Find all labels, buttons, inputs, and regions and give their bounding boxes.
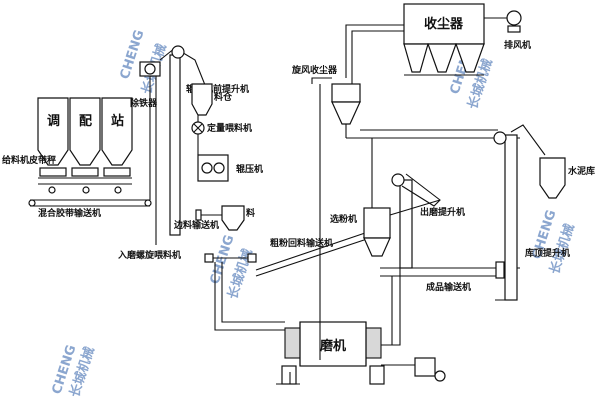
cyclone-collector: [311, 77, 361, 360]
mixed-belt-conveyor: [28, 199, 152, 207]
batching-bins: 调 配 站: [37, 97, 133, 194]
iron-remover: [139, 61, 161, 235]
silo-label: 料仓: [214, 91, 233, 103]
mill-motor: [381, 357, 446, 382]
coarse-return-chute-b: [255, 237, 371, 277]
silo-elevator: [493, 124, 546, 301]
cement-silo: [539, 157, 566, 199]
roller-press-elevator: [159, 45, 206, 236]
mill-feed-pipe-b: [221, 262, 285, 323]
bin-2-label: 配: [79, 114, 92, 129]
iron-remover-label: 除铁器: [130, 97, 158, 109]
mill-out-elevator-label: 出磨提升机: [420, 206, 465, 218]
mill-label: 磨机: [320, 338, 346, 354]
dust-collector-label: 收尘器: [424, 16, 464, 32]
mixed-belt-conveyor-label: 混合胶带输送机: [38, 207, 101, 219]
roller-press-label: 辊压机: [236, 163, 263, 175]
duct-to-collector-b: [351, 30, 404, 84]
product-conveyor: [380, 261, 505, 279]
batching-bin-3: [101, 97, 133, 166]
classifier: [363, 138, 441, 257]
constant-feeder-label: 定量喂料机: [206, 122, 252, 134]
dust-collector: [403, 3, 485, 76]
mill-feed-pipe-a: [214, 262, 285, 331]
feeder-1: [39, 167, 67, 177]
cement-silo-label: 水泥库: [568, 165, 595, 177]
ball-mill: [276, 321, 385, 385]
coarse-return-chute: [255, 231, 369, 271]
feeder-belt-scale-label: 给料机皮带秤: [2, 154, 56, 166]
batching-bin-1: [37, 97, 69, 166]
bin-1-label: 调: [47, 114, 60, 129]
exhaust-fan: [484, 10, 522, 33]
side-bin-label: 料: [246, 207, 255, 219]
side-conveyor-label: 边料输送机: [173, 219, 219, 231]
mill-out-pipe: [381, 267, 520, 346]
classifier-label: 选粉机: [330, 213, 357, 225]
exhaust-fan-label: 排风机: [504, 39, 531, 51]
feeder-2: [71, 167, 99, 177]
batching-bin-2: [69, 97, 101, 166]
cyclone-collector-label: 旋风收尘器: [291, 64, 338, 76]
mill-screw-feeder: [155, 235, 257, 263]
roller-press: [197, 134, 229, 182]
coarse-return-label: 粗粉回料输送机: [270, 237, 333, 249]
feeder-roller-2: [82, 186, 90, 194]
feeder-roller-1: [48, 186, 56, 194]
mill-out-elevator: [391, 173, 441, 269]
constant-feeder: [191, 115, 205, 135]
material-silo: [191, 83, 213, 116]
feeder-3: [103, 167, 131, 177]
product-conveyor-label: 成品输送机: [426, 281, 471, 293]
feeder-roller-3: [114, 186, 122, 194]
mill-screw-feeder-label: 入磨螺旋喂料机: [117, 249, 181, 261]
silo-elevator-label: 库顶提升机: [525, 247, 570, 259]
side-bin: [195, 205, 245, 231]
duct-to-collector: [345, 24, 404, 78]
bin-3-label: 站: [111, 113, 124, 129]
